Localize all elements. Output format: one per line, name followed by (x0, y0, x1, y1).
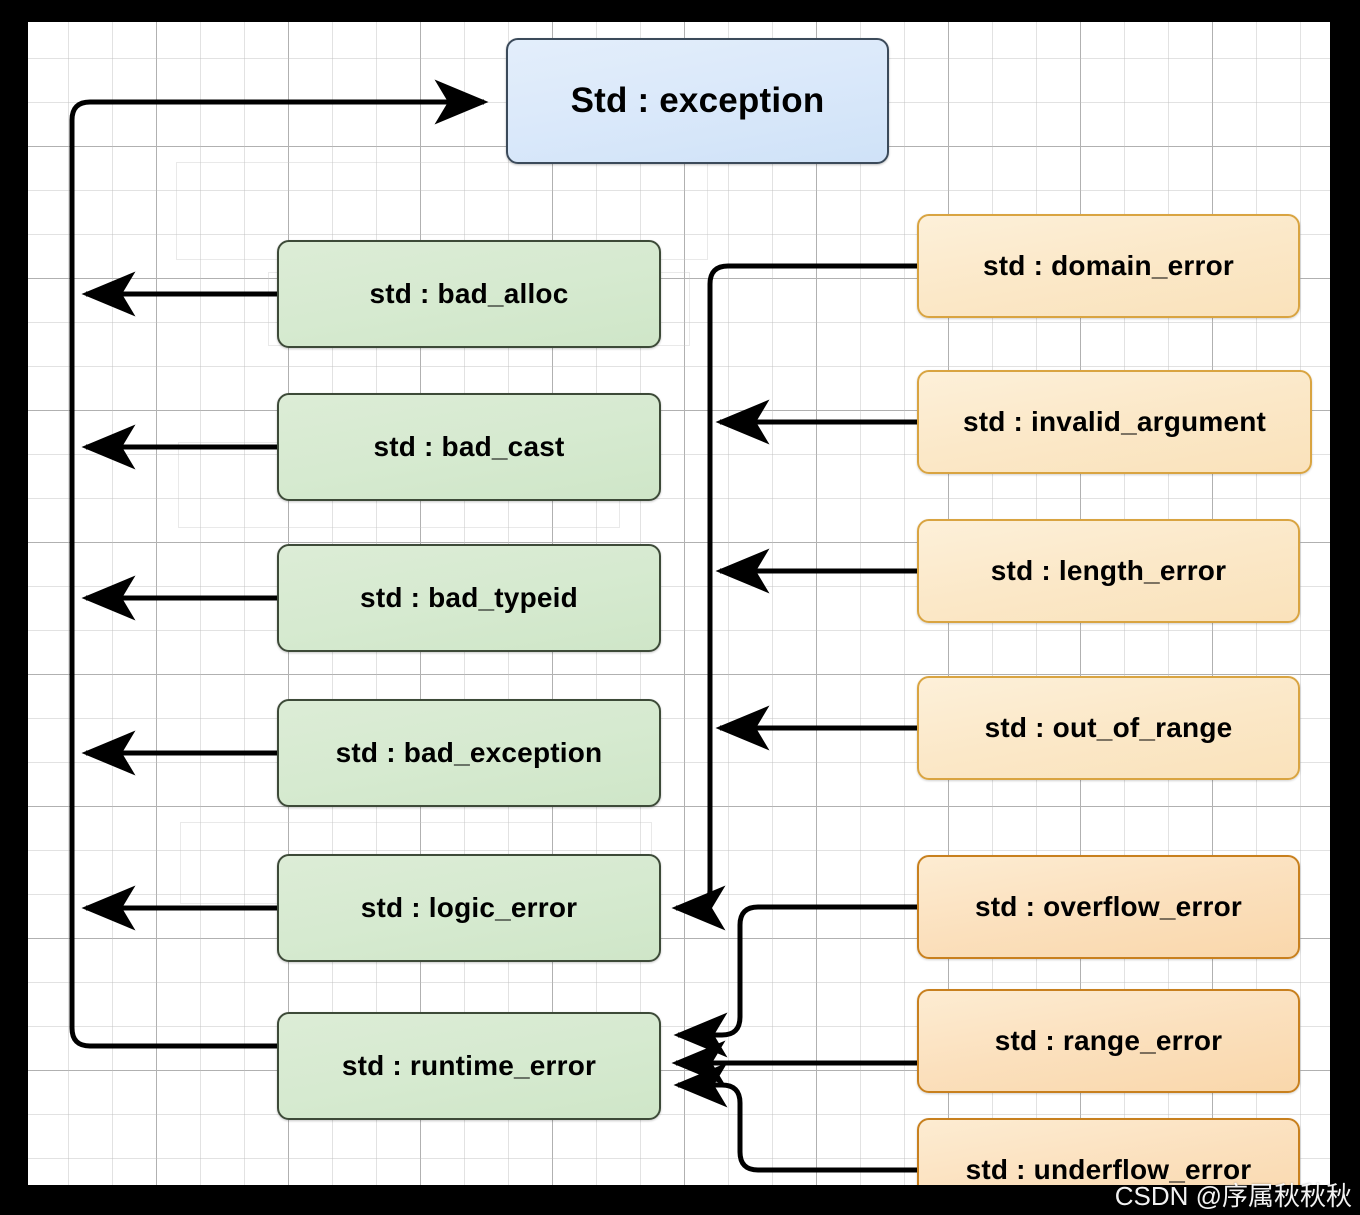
node-std-underflow-error[interactable]: std : underflow_error (917, 1118, 1300, 1185)
grid-background: Std : exception std : bad_alloc std : ba… (28, 22, 1330, 1185)
node-label: std : runtime_error (341, 1050, 597, 1081)
node-label: std : bad_cast (373, 431, 565, 462)
node-label: std : bad_alloc (369, 278, 569, 309)
node-label: std : length_error (990, 555, 1227, 586)
node-label: std : bad_exception (335, 737, 603, 768)
node-std-bad-exception[interactable]: std : bad_exception (277, 699, 661, 807)
wire-overflow-error (673, 904, 917, 1058)
node-label: std : domain_error (983, 250, 1234, 281)
node-label: Std : exception (570, 81, 825, 120)
node-std-range-error[interactable]: std : range_error (917, 989, 1300, 1093)
node-std-invalid-argument[interactable]: std : invalid_argument (917, 370, 1312, 474)
node-std-overflow-error[interactable]: std : overflow_error (917, 855, 1300, 959)
wire-underflow-error (673, 1062, 917, 1173)
node-label: std : bad_typeid (360, 582, 578, 613)
node-std-exception[interactable]: Std : exception (506, 38, 889, 164)
node-label: std : overflow_error (975, 891, 1242, 922)
node-std-logic-error[interactable]: std : logic_error (277, 854, 661, 962)
csdn-watermark: CSDN @序属秋秋秋 (1114, 1181, 1352, 1211)
wire-logic-trunk (671, 263, 917, 931)
node-std-out-of-range[interactable]: std : out_of_range (917, 676, 1300, 780)
node-label: std : invalid_argument (962, 406, 1267, 437)
node-label: std : underflow_error (965, 1154, 1252, 1185)
node-label: std : out_of_range (984, 712, 1233, 743)
node-std-bad-alloc[interactable]: std : bad_alloc (277, 240, 661, 348)
node-std-domain-error[interactable]: std : domain_error (917, 214, 1300, 318)
node-label: std : logic_error (360, 892, 578, 923)
node-std-runtime-error[interactable]: std : runtime_error (277, 1012, 661, 1120)
node-std-bad-cast[interactable]: std : bad_cast (277, 393, 661, 501)
node-std-length-error[interactable]: std : length_error (917, 519, 1300, 623)
node-label: std : range_error (994, 1025, 1223, 1056)
node-std-bad-typeid[interactable]: std : bad_typeid (277, 544, 661, 652)
